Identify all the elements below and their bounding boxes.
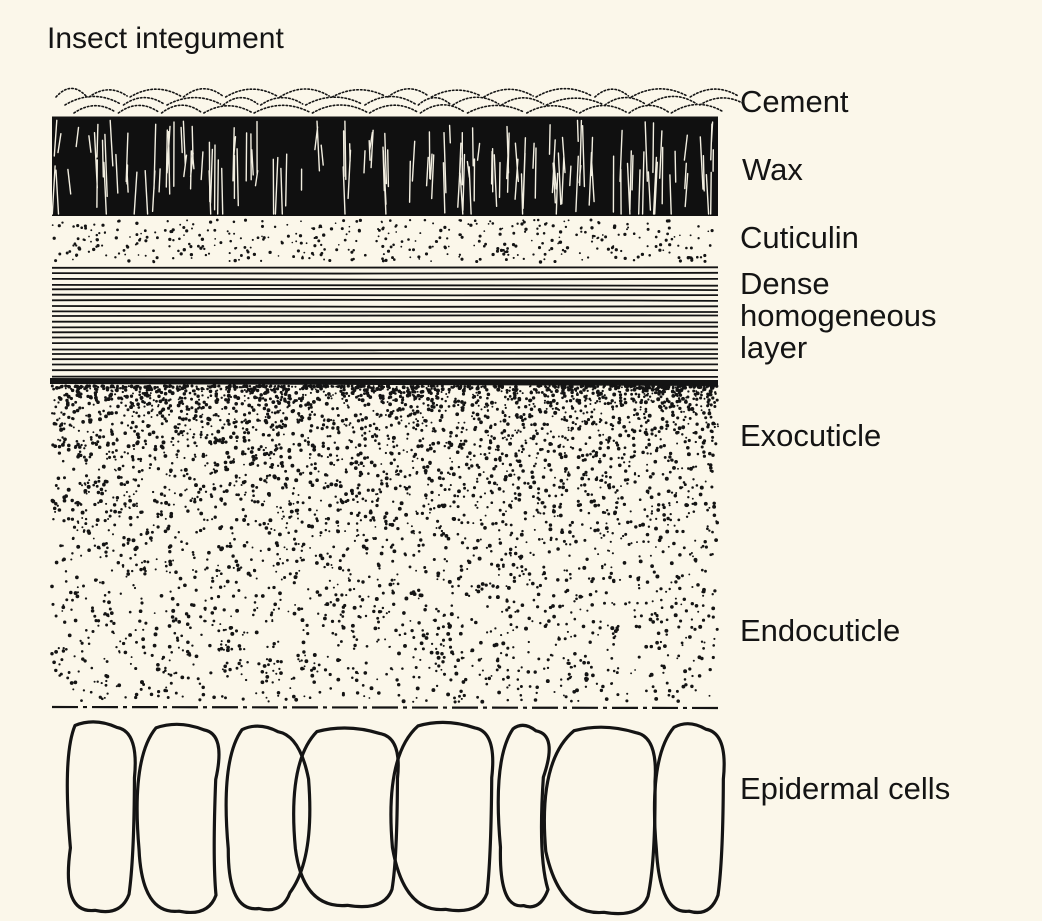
cuticulin-layer [52,219,714,264]
label-dense-line-1: Dense [740,268,937,300]
label-epidermal-cells: Epidermal cells [740,773,950,804]
epidermal-cell-3 [226,726,310,910]
epidermal-cell-1 [67,722,135,912]
epidermal-cell-5 [391,722,493,910]
label-endocuticle: Endocuticle [740,615,900,646]
label-wax: Wax [742,154,803,185]
diagram-title: Insect integument [47,24,284,54]
epidermal-cell-8 [654,724,724,913]
basement-line [52,707,718,708]
epidermal-cells [67,722,724,914]
label-cuticulin: Cuticulin [740,222,859,253]
label-dense-homogeneous-layer: Dense homogeneous layer [740,268,937,364]
dense-homogeneous-layer [50,267,718,383]
cement-layer [56,88,744,113]
label-exocuticle: Exocuticle [740,420,881,451]
wax-layer [52,118,718,216]
epidermal-cell-2 [137,724,219,912]
epidermal-cell-7 [544,727,655,913]
exocuticle-endocuticle-stipple [50,384,719,704]
label-dense-line-2: homogeneous [740,300,937,332]
epidermal-cell-6 [498,725,549,907]
label-cement: Cement [740,86,849,117]
label-dense-line-3: layer [740,332,937,364]
